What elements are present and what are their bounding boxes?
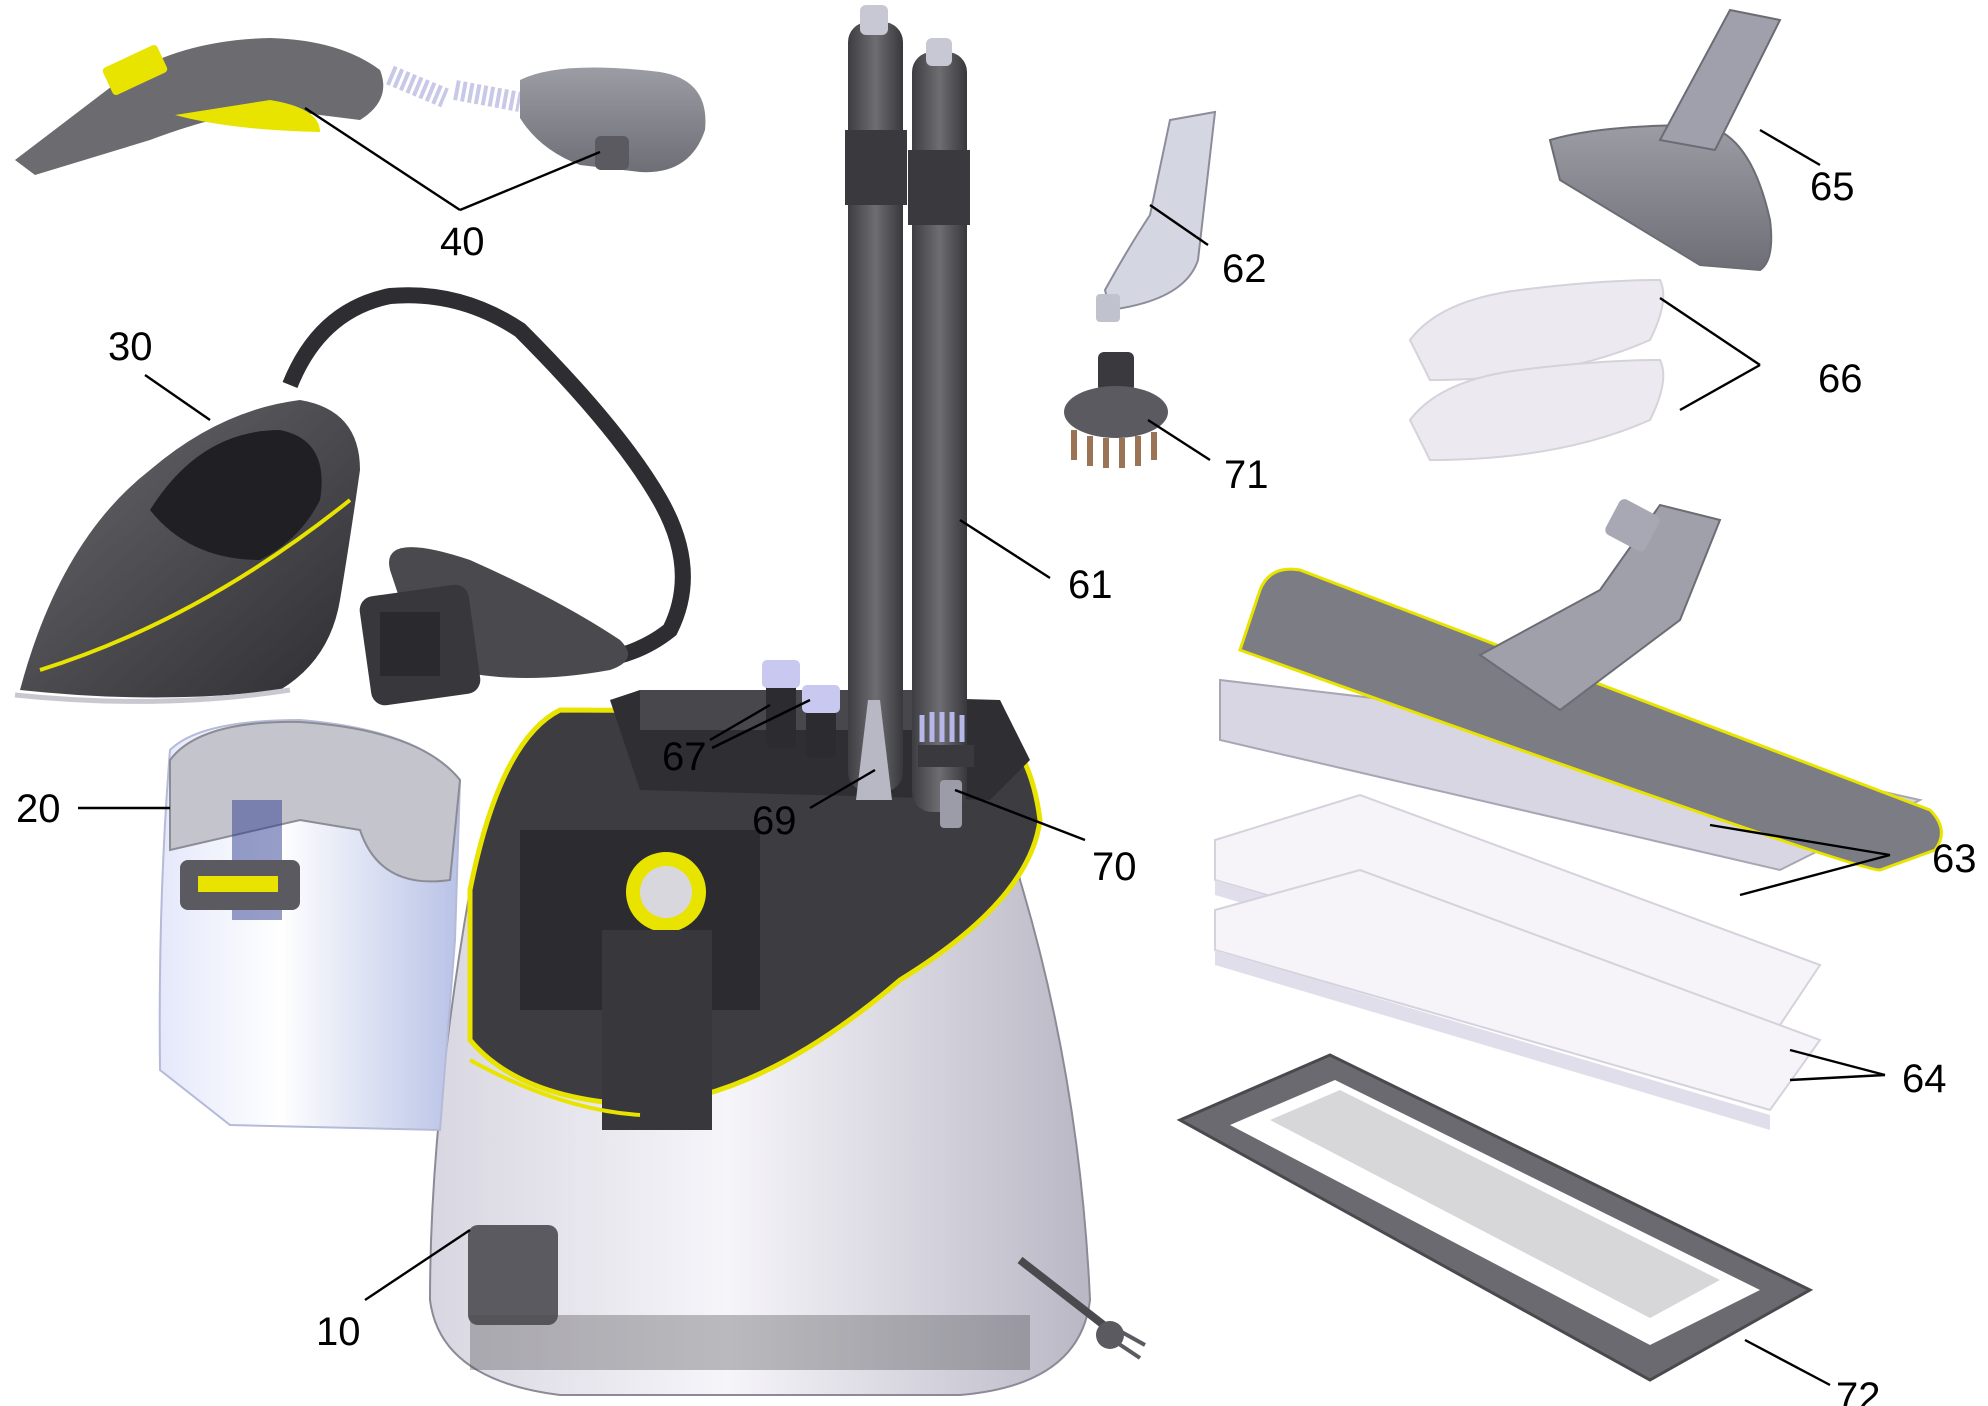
callout-72: 72 bbox=[1836, 1375, 1881, 1406]
callout-64: 64 bbox=[1902, 1057, 1947, 1101]
steam-gun-and-connector bbox=[15, 38, 706, 175]
round-brushes bbox=[762, 660, 840, 758]
leader-67 bbox=[709, 703, 771, 742]
terry-cloth-covers bbox=[1408, 278, 1665, 462]
callout-67: 67 bbox=[662, 735, 707, 779]
steam-generator-base bbox=[428, 690, 1146, 1396]
leader-40b bbox=[459, 150, 601, 212]
callout-30: 30 bbox=[108, 325, 153, 369]
leader-72 bbox=[1744, 1338, 1831, 1387]
leader-61 bbox=[959, 518, 1051, 580]
leader-63b bbox=[1739, 853, 1891, 897]
leader-63a bbox=[1709, 823, 1891, 857]
large-round-brush bbox=[1064, 352, 1168, 468]
steam-iron bbox=[14, 287, 691, 706]
leader-40 bbox=[304, 106, 461, 212]
leader-62 bbox=[1149, 204, 1209, 246]
microfibre-cloths bbox=[1214, 793, 1822, 1130]
callout-10: 10 bbox=[316, 1310, 361, 1354]
leader-70 bbox=[954, 788, 1086, 842]
callout-62: 62 bbox=[1222, 247, 1267, 291]
carpet-glider bbox=[1176, 1053, 1814, 1382]
leader-69 bbox=[809, 768, 876, 810]
leader-10 bbox=[364, 1229, 471, 1301]
callout-69: 69 bbox=[752, 799, 797, 843]
callout-70: 70 bbox=[1092, 845, 1137, 889]
leader-66a bbox=[1659, 297, 1761, 366]
leader-65 bbox=[1759, 128, 1821, 167]
callouts: 40 30 20 10 61 62 71 65 66 67 69 70 63 6… bbox=[16, 165, 1977, 1406]
hand-nozzle bbox=[1548, 8, 1782, 272]
leader-lines bbox=[78, 106, 1891, 1387]
leader-66b bbox=[1679, 363, 1761, 412]
callout-40: 40 bbox=[440, 220, 485, 264]
leader-30 bbox=[144, 374, 211, 421]
callout-66: 66 bbox=[1818, 357, 1863, 401]
callout-20: 20 bbox=[16, 787, 61, 831]
extension-tubes bbox=[845, 5, 970, 812]
callout-63: 63 bbox=[1932, 837, 1977, 881]
water-tank bbox=[158, 718, 462, 1132]
detail-nozzle bbox=[1096, 110, 1217, 322]
callout-65: 65 bbox=[1810, 165, 1855, 209]
floor-nozzle-and-floor-cloth bbox=[1219, 499, 1943, 872]
leader-67b bbox=[711, 698, 811, 750]
leader-64b bbox=[1789, 1073, 1886, 1082]
callout-71: 71 bbox=[1224, 453, 1269, 497]
leader-64a bbox=[1789, 1048, 1886, 1077]
callout-61: 61 bbox=[1068, 563, 1113, 607]
leader-71 bbox=[1147, 418, 1211, 462]
pipe-brush bbox=[918, 712, 974, 828]
